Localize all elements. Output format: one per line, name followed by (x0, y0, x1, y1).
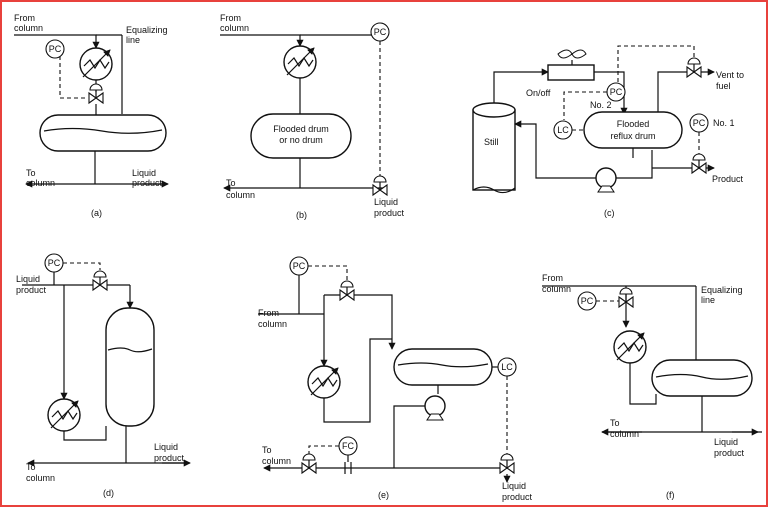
d-heat-exchanger-icon (48, 399, 80, 431)
f-caption: (f) (666, 490, 675, 500)
d-to-column-label-1: To (26, 462, 36, 472)
f-from-label-2: column (542, 284, 571, 294)
c-vent-valve-icon (686, 57, 702, 78)
b-pc-label: PC (374, 27, 387, 37)
diagram-d: PC Liquid product To column Liquid produ… (16, 253, 191, 498)
a-from-label-1: From (14, 13, 35, 23)
a-liquid-product-label-2: product (132, 178, 163, 188)
c-vent-label-2: fuel (716, 81, 731, 91)
d-liquid-product-2-label-2: product (154, 453, 185, 463)
c-no2-label: No. 2 (590, 100, 612, 110)
diagram-e: PC From column LC FC To column Liquid (258, 256, 533, 502)
d-liquid-product-label-1: Liquid (16, 274, 40, 284)
e-bypass-valve-icon (339, 280, 355, 301)
a-control-valve-icon (88, 83, 104, 104)
diagram-c: Still PC On/off No. 2 LC Flooded reflux … (472, 45, 744, 218)
d-to-column-label-2: column (26, 473, 55, 483)
e-to-column-label-2: column (262, 456, 291, 466)
a-equalizing-label-2: line (126, 35, 140, 45)
e-reflux-drum (393, 348, 493, 386)
c-pump-icon (595, 167, 617, 189)
c-lc-label: LC (557, 125, 569, 135)
c-vent-label-1: Vent to (716, 70, 744, 80)
c-pc-no1-label: PC (693, 118, 706, 128)
d-liquid-product-2-label-1: Liquid (154, 442, 178, 452)
d-caption: (d) (103, 488, 114, 498)
e-from-label-2: column (258, 319, 287, 329)
b-heat-exchanger-icon (284, 46, 316, 78)
e-pump-icon (424, 395, 446, 417)
d-vertical-drum (105, 307, 155, 427)
c-pc-label: PC (610, 87, 623, 97)
e-fc-label: FC (342, 441, 354, 451)
b-to-column-label-2: column (226, 190, 255, 200)
diagram-f: From column Equalizing line PC To column… (542, 273, 762, 500)
a-from-label-2: column (14, 23, 43, 33)
c-onoff-label: On/off (526, 88, 551, 98)
f-to-column-label-2: column (610, 429, 639, 439)
c-still-column (472, 109, 516, 191)
d-control-valve-icon (92, 270, 108, 291)
c-product-valve-icon (691, 153, 707, 174)
d-liquid-product-label-2: product (16, 285, 47, 295)
c-air-cooler (547, 64, 595, 81)
f-pc-label: PC (581, 296, 594, 306)
c-no1-label: No. 1 (713, 118, 735, 128)
diagram-b: From column PC Flooded drum or no drum T… (220, 13, 405, 220)
e-lc-label: LC (501, 362, 513, 372)
f-equalizing-label-2: line (701, 295, 715, 305)
f-liquid-product-label-1: Liquid (714, 437, 738, 447)
b-liquid-product-label-1: Liquid (374, 197, 398, 207)
b-from-label-1: From (220, 13, 241, 23)
a-to-column-label-2: column (26, 178, 55, 188)
a-drum (39, 114, 167, 152)
a-pc-label: PC (49, 44, 62, 54)
e-pc-label: PC (293, 261, 306, 271)
e-from-label-1: From (258, 308, 279, 318)
a-caption: (a) (91, 208, 102, 218)
c-flooded-reflux-drum (583, 111, 683, 149)
b-liquid-product-label-2: product (374, 208, 405, 218)
b-caption: (b) (296, 210, 307, 220)
c-fan-icon (557, 49, 587, 59)
a-pc-bubble (45, 39, 65, 59)
b-drum-label-2: or no drum (279, 135, 323, 145)
b-to-column-label-1: To (226, 178, 236, 188)
c-still-label: Still (484, 137, 499, 147)
a-heat-exchanger-icon (80, 48, 112, 80)
c-drum-label-1: Flooded (617, 119, 650, 129)
diagram-a: From column Equalizing line PC To column… (14, 13, 169, 218)
c-caption: (c) (604, 208, 615, 218)
a-equalizing-label-1: Equalizing (126, 25, 168, 35)
b-from-label-2: column (220, 23, 249, 33)
f-to-column-label-1: To (610, 418, 620, 428)
e-liquid-product-label-2: product (502, 492, 533, 502)
f-liquid-product-label-2: product (714, 448, 745, 458)
f-heat-exchanger-icon (614, 331, 646, 363)
b-control-valve-icon (372, 175, 388, 196)
e-fc-valve-icon (301, 453, 317, 474)
e-to-column-label-1: To (262, 445, 272, 455)
e-caption: (e) (378, 490, 389, 500)
d-pc-label: PC (48, 258, 61, 268)
e-lc-valve-icon (499, 453, 515, 474)
f-from-label-1: From (542, 273, 563, 283)
e-heat-exchanger-icon (308, 366, 340, 398)
b-flooded-drum (250, 113, 352, 159)
f-equalizing-label-1: Equalizing (701, 285, 743, 295)
a-liquid-product-label-1: Liquid (132, 168, 156, 178)
b-drum-label-1: Flooded drum (273, 124, 329, 134)
e-liquid-product-label-1: Liquid (502, 481, 526, 491)
c-drum-label-2: reflux drum (610, 131, 655, 141)
c-product-label: Product (712, 174, 744, 184)
a-to-column-label-1: To (26, 168, 36, 178)
